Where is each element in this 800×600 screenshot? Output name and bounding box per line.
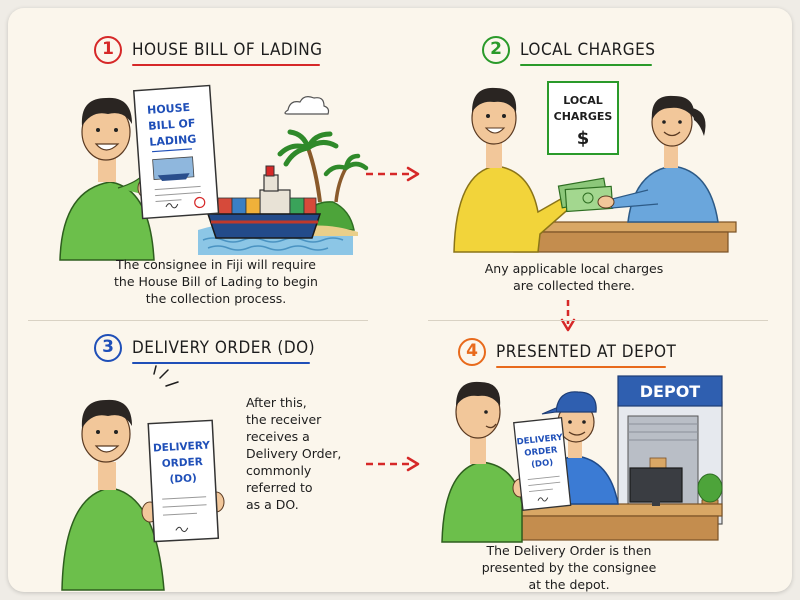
step-1-underline bbox=[132, 64, 320, 66]
doc-3-line-2: ORDER bbox=[162, 456, 204, 470]
step-3-underline bbox=[132, 362, 310, 364]
divider-left bbox=[28, 320, 368, 321]
house-bill-of-lading-document: HOUSE BILL OF LADING bbox=[132, 84, 220, 220]
step-4-title: PRESENTED AT DEPOT bbox=[496, 342, 677, 362]
step-4-illustration: DEPOT bbox=[441, 375, 723, 543]
sign-line-2: CHARGES bbox=[554, 110, 613, 123]
step-3-desc-line-5: commonly bbox=[246, 463, 312, 478]
step-3-illustration: DELIVERY ORDER (DO) bbox=[61, 365, 225, 591]
step-3-desc-line-7: as a DO. bbox=[246, 497, 299, 512]
consignee-person-depot bbox=[441, 381, 528, 543]
clerk-person bbox=[597, 95, 719, 223]
step-3-desc-line-1: After this, bbox=[246, 395, 307, 410]
step-1-number: 1 bbox=[94, 36, 122, 64]
dollar-icon: $ bbox=[577, 128, 590, 149]
step-4-number: 4 bbox=[458, 338, 486, 366]
doc-4-line-2: ORDER bbox=[524, 445, 558, 458]
step-2-desc-line-1: Any applicable local charges bbox=[484, 261, 664, 276]
local-charges-sign: LOCAL CHARGES $ bbox=[547, 81, 619, 155]
step-3-title: DELIVERY ORDER (DO) bbox=[132, 338, 316, 358]
money-icon bbox=[557, 177, 614, 213]
doc-4-line-1: DELIVERY bbox=[516, 433, 564, 448]
step-2-desc-line-2: are collected there. bbox=[513, 278, 635, 293]
step-3-desc-line-6: referred to bbox=[246, 480, 313, 495]
delivery-order-document: DELIVERY ORDER (DO) bbox=[147, 419, 220, 543]
consignee-person bbox=[59, 97, 155, 261]
receiver-person bbox=[61, 399, 225, 591]
step-3-number: 3 bbox=[94, 334, 122, 362]
depot-sign: DEPOT bbox=[640, 382, 701, 401]
arrow-step-3-to-4 bbox=[366, 456, 420, 472]
doc-1-line-2: BILL OF bbox=[148, 117, 196, 133]
step-2-illustration: LOCAL CHARGES $ bbox=[453, 81, 737, 253]
doc-1-line-3: LADING bbox=[149, 133, 197, 149]
step-4-desc-line-1: The Delivery Order is then bbox=[486, 543, 652, 558]
step-3-desc-line-2: the receiver bbox=[246, 412, 322, 427]
step-1-desc-line-3: the collection process. bbox=[145, 291, 287, 306]
doc-3-line-1: DELIVERY bbox=[153, 440, 211, 455]
step-4-desc-line-3: at the depot. bbox=[528, 577, 610, 592]
step-1-title: HOUSE BILL OF LADING bbox=[132, 40, 323, 60]
step-3-description: After this, the receiver receives a Deli… bbox=[246, 394, 356, 513]
doc-4-line-3: (DO) bbox=[531, 458, 554, 470]
step-1-desc-line-2: the House Bill of Lading to begin bbox=[114, 274, 318, 289]
step-2-number: 2 bbox=[482, 36, 510, 64]
step-4-desc-line-2: presented by the consignee bbox=[481, 560, 657, 575]
cargo-ship bbox=[206, 165, 322, 239]
step-2-underline bbox=[520, 64, 652, 66]
arrow-step-2-to-4 bbox=[560, 300, 576, 332]
step-1-illustration: HOUSE BILL OF LADING bbox=[59, 84, 369, 261]
step-4-underline bbox=[496, 366, 666, 368]
cloud-icon bbox=[284, 96, 330, 115]
step-2-description: Any applicable local charges are collect… bbox=[464, 260, 684, 294]
doc-3-line-3: (DO) bbox=[169, 472, 197, 485]
step-2-title: LOCAL CHARGES bbox=[520, 40, 656, 60]
step-3-desc-line-4: Delivery Order, bbox=[246, 446, 342, 461]
arrow-step-1-to-2 bbox=[366, 166, 420, 182]
process-infographic: 1 HOUSE BILL OF LADING bbox=[8, 8, 792, 592]
step-1-description: The consignee in Fiji will require the H… bbox=[96, 256, 336, 307]
monitor-icon bbox=[629, 467, 683, 506]
delivery-order-document-depot: DELIVERY ORDER (DO) bbox=[513, 417, 572, 511]
step-3-desc-line-3: receives a bbox=[246, 429, 310, 444]
step-1-desc-line-1: The consignee in Fiji will require bbox=[116, 257, 316, 272]
sign-line-1: LOCAL bbox=[563, 94, 603, 107]
doc-1-line-1: HOUSE bbox=[147, 101, 191, 117]
divider-right bbox=[428, 320, 768, 321]
step-4-description: The Delivery Order is then presented by … bbox=[454, 542, 684, 592]
